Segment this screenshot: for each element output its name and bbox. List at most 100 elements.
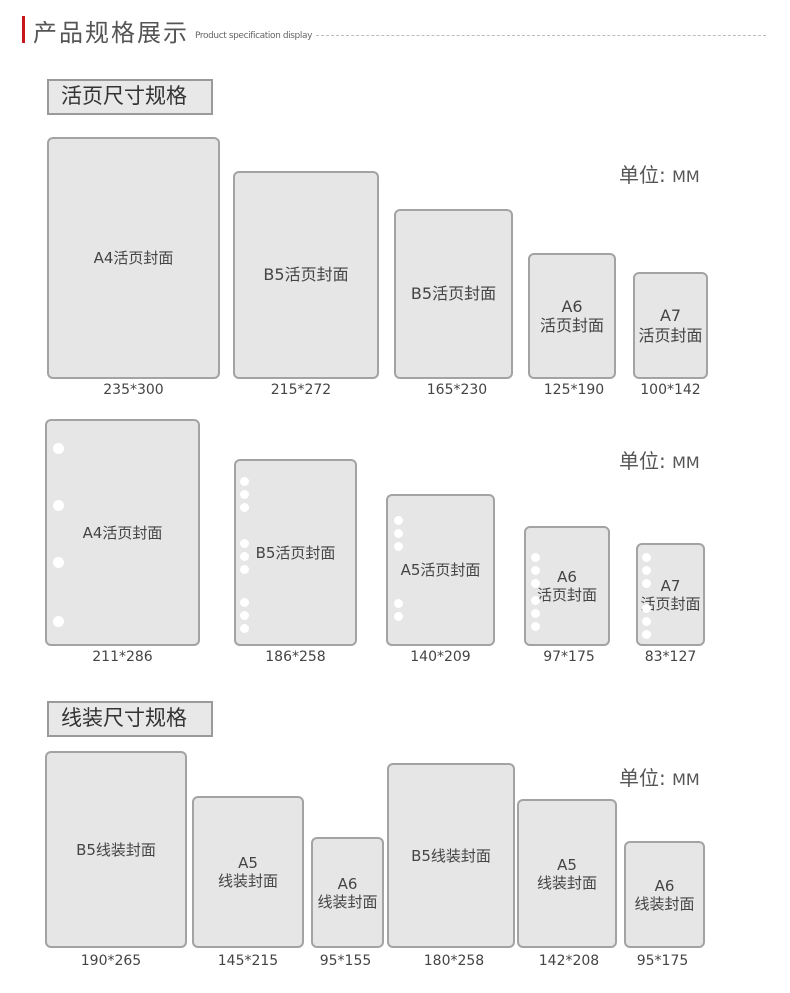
card-label: B5活页封面 [410,284,497,304]
binder-hole [642,553,651,562]
binder-hole [531,579,540,588]
card-label-size: A6 [337,874,358,893]
cover-card-a6-thread: A6 线装封面 [311,837,384,948]
cover-card-a6-loose: A6 活页封面 [528,253,616,379]
card-label-size: A6 [654,876,675,895]
binder-hole [394,529,403,538]
size-label: 145*215 [217,953,279,969]
binder-hole [240,539,249,548]
size-label: 83*127 [644,649,697,665]
cover-card-b5-loose-small: B5活页封面 [394,209,513,379]
binder-hole [53,500,64,511]
size-label: 97*175 [543,649,595,665]
binder-hole [53,557,64,568]
cover-card-a5-thread: A5 线装封面 [192,796,304,948]
binder-hole [642,617,651,626]
binder-hole [394,516,403,525]
size-label: 215*272 [270,382,332,398]
size-label: 95*175 [636,953,689,969]
cover-card-a4-loose: A4活页封面 [47,137,220,379]
cover-card-b5-holes: B5活页封面 [234,459,357,646]
binder-hole [240,624,249,633]
cover-card-a6-thread-2: A6 线装封面 [624,841,705,948]
size-label: 100*142 [640,382,701,398]
size-label: 165*230 [426,382,488,398]
header-accent-bar [22,16,25,43]
unit-value: MM [672,770,700,789]
size-label: 142*208 [538,953,600,969]
card-label: A4活页封面 [82,523,163,542]
binder-hole [394,542,403,551]
binder-hole [240,503,249,512]
card-label-size: A6 [561,296,583,316]
card-label-size: A6 [557,568,577,586]
size-label: 95*155 [319,953,372,969]
size-label: 180*258 [423,953,485,969]
binder-hole [531,566,540,575]
card-label-type: 活页封面 [536,586,597,604]
binder-hole [240,598,249,607]
binder-hole [240,611,249,620]
card-label-type: 线装封面 [634,894,695,913]
card-label: A5活页封面 [400,561,481,579]
binder-hole [240,490,249,499]
binder-hole [394,612,403,621]
binder-hole [642,630,651,639]
size-label: 190*265 [80,953,142,969]
unit-label: 单位: [619,163,666,187]
card-label-size: A7 [659,306,682,326]
binder-hole [531,596,540,605]
size-label: 140*209 [410,649,471,665]
card-label-type: 活页封面 [640,594,701,613]
unit-label: 单位: [619,449,666,473]
cover-card-a5-thread-2: A5 线装封面 [517,799,617,948]
cover-card-b5-loose: B5活页封面 [233,171,379,379]
size-label: 211*286 [92,649,153,665]
binder-hole [642,566,651,575]
cover-card-b5-thread: B5线装封面 [45,751,187,948]
cover-card-b5-thread-2: B5线装封面 [387,763,515,948]
card-label-type: 线装封面 [217,872,278,890]
size-label: 235*300 [103,382,164,398]
unit-label-row2: 单位: MM [619,445,700,474]
cover-card-a7-loose: A7 活页封面 [633,272,708,379]
section-title-loose-leaf: 活页尺寸规格 [47,79,213,115]
binder-hole [531,609,540,618]
card-label-type: 线装封面 [317,892,378,911]
card-label: B5活页封面 [263,265,349,285]
binder-hole [531,622,540,631]
card-label-size: A5 [238,854,258,872]
binder-hole [642,579,651,588]
binder-hole [240,565,249,574]
cover-card-a5-holes: A5活页封面 [386,494,495,646]
card-label: B5线装封面 [411,846,491,865]
unit-value: MM [672,167,700,186]
unit-label: 单位: [619,766,666,790]
card-label: B5线装封面 [76,840,156,859]
binder-hole [531,553,540,562]
card-label: B5活页封面 [255,543,336,562]
header-divider [316,35,766,36]
binder-hole [240,552,249,561]
size-label: 125*190 [543,382,605,398]
binder-hole [240,477,249,486]
card-label-size: A5 [557,855,577,874]
binder-hole [642,604,651,613]
cover-card-a6-holes: A6 活页封面 [524,526,610,646]
card-label-type: 活页封面 [638,325,703,345]
binder-hole [53,616,64,627]
page-title: 产品规格展示 [33,19,189,47]
section-title-thread-bound: 线装尺寸规格 [47,701,213,737]
card-label-type: 线装封面 [536,873,597,892]
cover-card-a7-holes: A7 活页封面 [636,543,705,646]
binder-hole [394,599,403,608]
unit-label-row3: 单位: MM [619,762,700,791]
binder-hole [53,443,64,454]
size-label: 186*258 [265,649,326,665]
cover-card-a4-holes: A4活页封面 [45,419,200,646]
card-label-size: A7 [660,576,681,595]
unit-label-row1: 单位: MM [619,159,700,188]
card-label-type: 活页封面 [539,316,604,335]
page-subtitle: Product specification display [195,31,313,41]
unit-value: MM [672,453,700,472]
